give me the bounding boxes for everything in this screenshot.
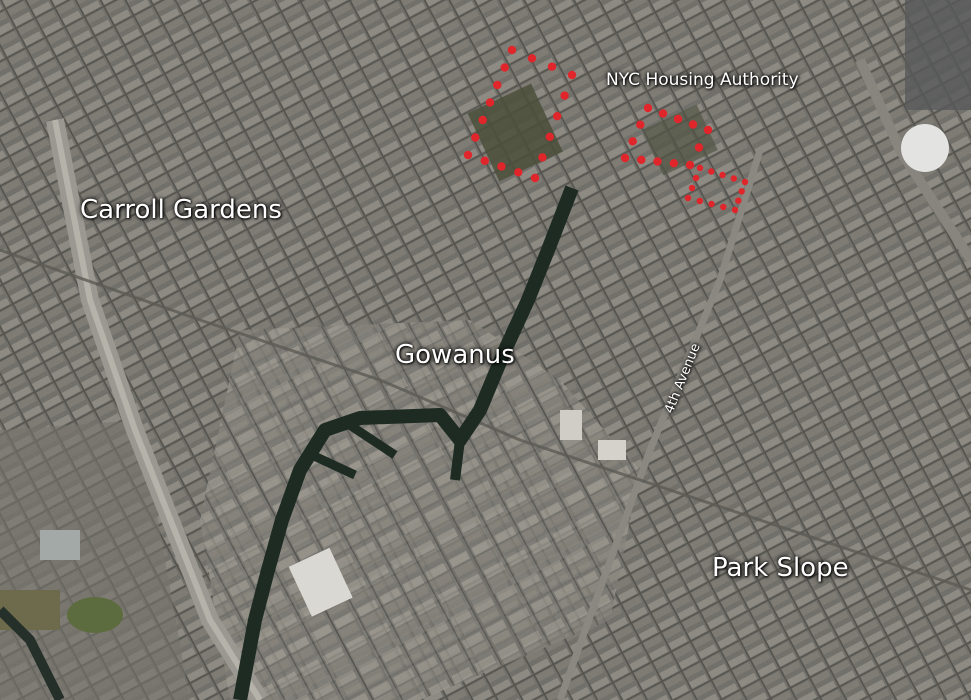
housing-grounds-2 bbox=[642, 104, 718, 176]
housing-outline-dot bbox=[507, 45, 517, 55]
neighborhood-label-carroll-gardens: Carroll Gardens bbox=[80, 195, 282, 225]
court bbox=[40, 530, 80, 560]
annotation-nyc-housing-authority: NYC Housing Authority bbox=[606, 70, 799, 90]
gowanus-canal bbox=[233, 185, 579, 700]
housing-outline-dot bbox=[688, 120, 698, 129]
housing-outline-dot bbox=[514, 168, 523, 177]
arena-roof bbox=[901, 124, 949, 172]
housing-outline-dot bbox=[684, 194, 692, 202]
housing-outline-dot bbox=[738, 188, 745, 195]
housing-outline-dot bbox=[480, 156, 489, 165]
housing-outline-dot bbox=[688, 184, 696, 192]
warehouse-roof bbox=[288, 547, 353, 617]
housing-outline-dot bbox=[669, 159, 678, 168]
housing-outline-dot bbox=[703, 125, 713, 135]
housing-outline-dot bbox=[658, 109, 668, 118]
housing-outline-dot bbox=[478, 115, 487, 125]
housing-outline-dot bbox=[553, 112, 562, 121]
housing-outline-dot bbox=[653, 157, 662, 166]
housing-outline-dot bbox=[637, 155, 646, 164]
housing-outline-dot bbox=[530, 173, 540, 183]
housing-outline-dot bbox=[636, 120, 645, 129]
housing-outline-dot bbox=[692, 174, 700, 182]
canal-branch bbox=[310, 450, 357, 480]
housing-outline-dot bbox=[731, 206, 739, 214]
neighborhood-label-gowanus: Gowanus bbox=[395, 340, 515, 370]
housing-outline-dot bbox=[694, 143, 704, 152]
housing-outline-dot bbox=[567, 70, 577, 80]
cross-street bbox=[0, 248, 971, 592]
fourth-avenue-road bbox=[556, 148, 764, 700]
housing-outline-dot bbox=[730, 175, 737, 182]
housing-outline-dot bbox=[696, 164, 704, 172]
canal-branch bbox=[339, 416, 398, 459]
housing-outline-dot bbox=[463, 150, 473, 160]
neighborhood-label-park-slope: Park Slope bbox=[712, 553, 849, 583]
housing-outline-dot bbox=[719, 171, 726, 179]
housing-outline-dot bbox=[708, 168, 715, 175]
housing-outline-dot bbox=[560, 91, 569, 100]
housing-outline-dot bbox=[741, 178, 749, 186]
housing-outline-dot bbox=[696, 197, 703, 205]
downtown-towers bbox=[905, 0, 971, 110]
housing-outline-dot bbox=[620, 153, 630, 163]
housing-outline-west bbox=[463, 45, 577, 183]
housing-outline-dot bbox=[538, 153, 547, 162]
flatbush-road bbox=[855, 57, 971, 263]
housing-outline-dot bbox=[500, 63, 509, 72]
housing-outline-dot bbox=[685, 160, 695, 170]
waterway-left bbox=[0, 606, 65, 700]
building-roof bbox=[560, 410, 582, 440]
housing-outline-dot bbox=[673, 114, 683, 124]
housing-outline-dot bbox=[735, 197, 742, 204]
housing-outline-east-annex bbox=[684, 164, 749, 214]
housing-outline-dot bbox=[493, 80, 502, 90]
ballfield bbox=[67, 597, 123, 633]
expressway-center bbox=[52, 119, 263, 700]
housing-outline-dot bbox=[720, 203, 727, 211]
housing-outline-dot bbox=[471, 133, 480, 142]
housing-outline-dot bbox=[485, 98, 495, 107]
housing-outline-dot bbox=[545, 132, 554, 141]
housing-outline-dot bbox=[708, 200, 715, 208]
canal-basin bbox=[450, 439, 465, 481]
housing-outlines bbox=[463, 45, 749, 214]
housing-outline-dot bbox=[643, 103, 653, 113]
housing-outline-dot bbox=[497, 162, 506, 171]
building-roof bbox=[598, 440, 626, 460]
housing-outline-dot bbox=[628, 137, 637, 146]
housing-outline-dot bbox=[527, 54, 537, 63]
housing-outline-east bbox=[620, 103, 713, 170]
housing-outline-dot bbox=[547, 62, 557, 71]
